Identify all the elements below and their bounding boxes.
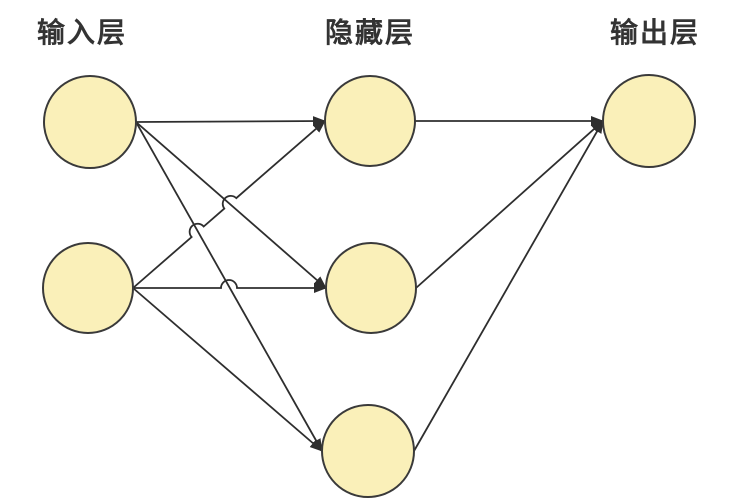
node-output-1 bbox=[602, 74, 696, 168]
node-input-2 bbox=[42, 242, 134, 334]
node-hidden-3 bbox=[321, 404, 415, 498]
edge-input-1-to-hidden-3 bbox=[135, 121, 323, 452]
edge-input-1-to-hidden-1 bbox=[135, 116, 326, 127]
layer-label-output: 输出层 bbox=[609, 17, 701, 48]
node-hidden-1 bbox=[324, 75, 416, 167]
edge-hidden-2-to-output-1 bbox=[415, 120, 604, 289]
layer-label-hidden: 隐藏层 bbox=[324, 17, 416, 48]
edge-input-1-to-hidden-2 bbox=[135, 121, 327, 289]
edge-input-2-to-hidden-1 bbox=[132, 120, 326, 289]
node-hidden-2 bbox=[325, 242, 417, 334]
edge-input-2-to-hidden-3 bbox=[132, 287, 323, 452]
edge-input-2-to-hidden-2 bbox=[133, 279, 327, 293]
edge-hidden-3-to-output-1 bbox=[413, 120, 604, 452]
layer-label-input: 输入层 bbox=[36, 17, 128, 48]
node-input-1 bbox=[43, 75, 137, 169]
